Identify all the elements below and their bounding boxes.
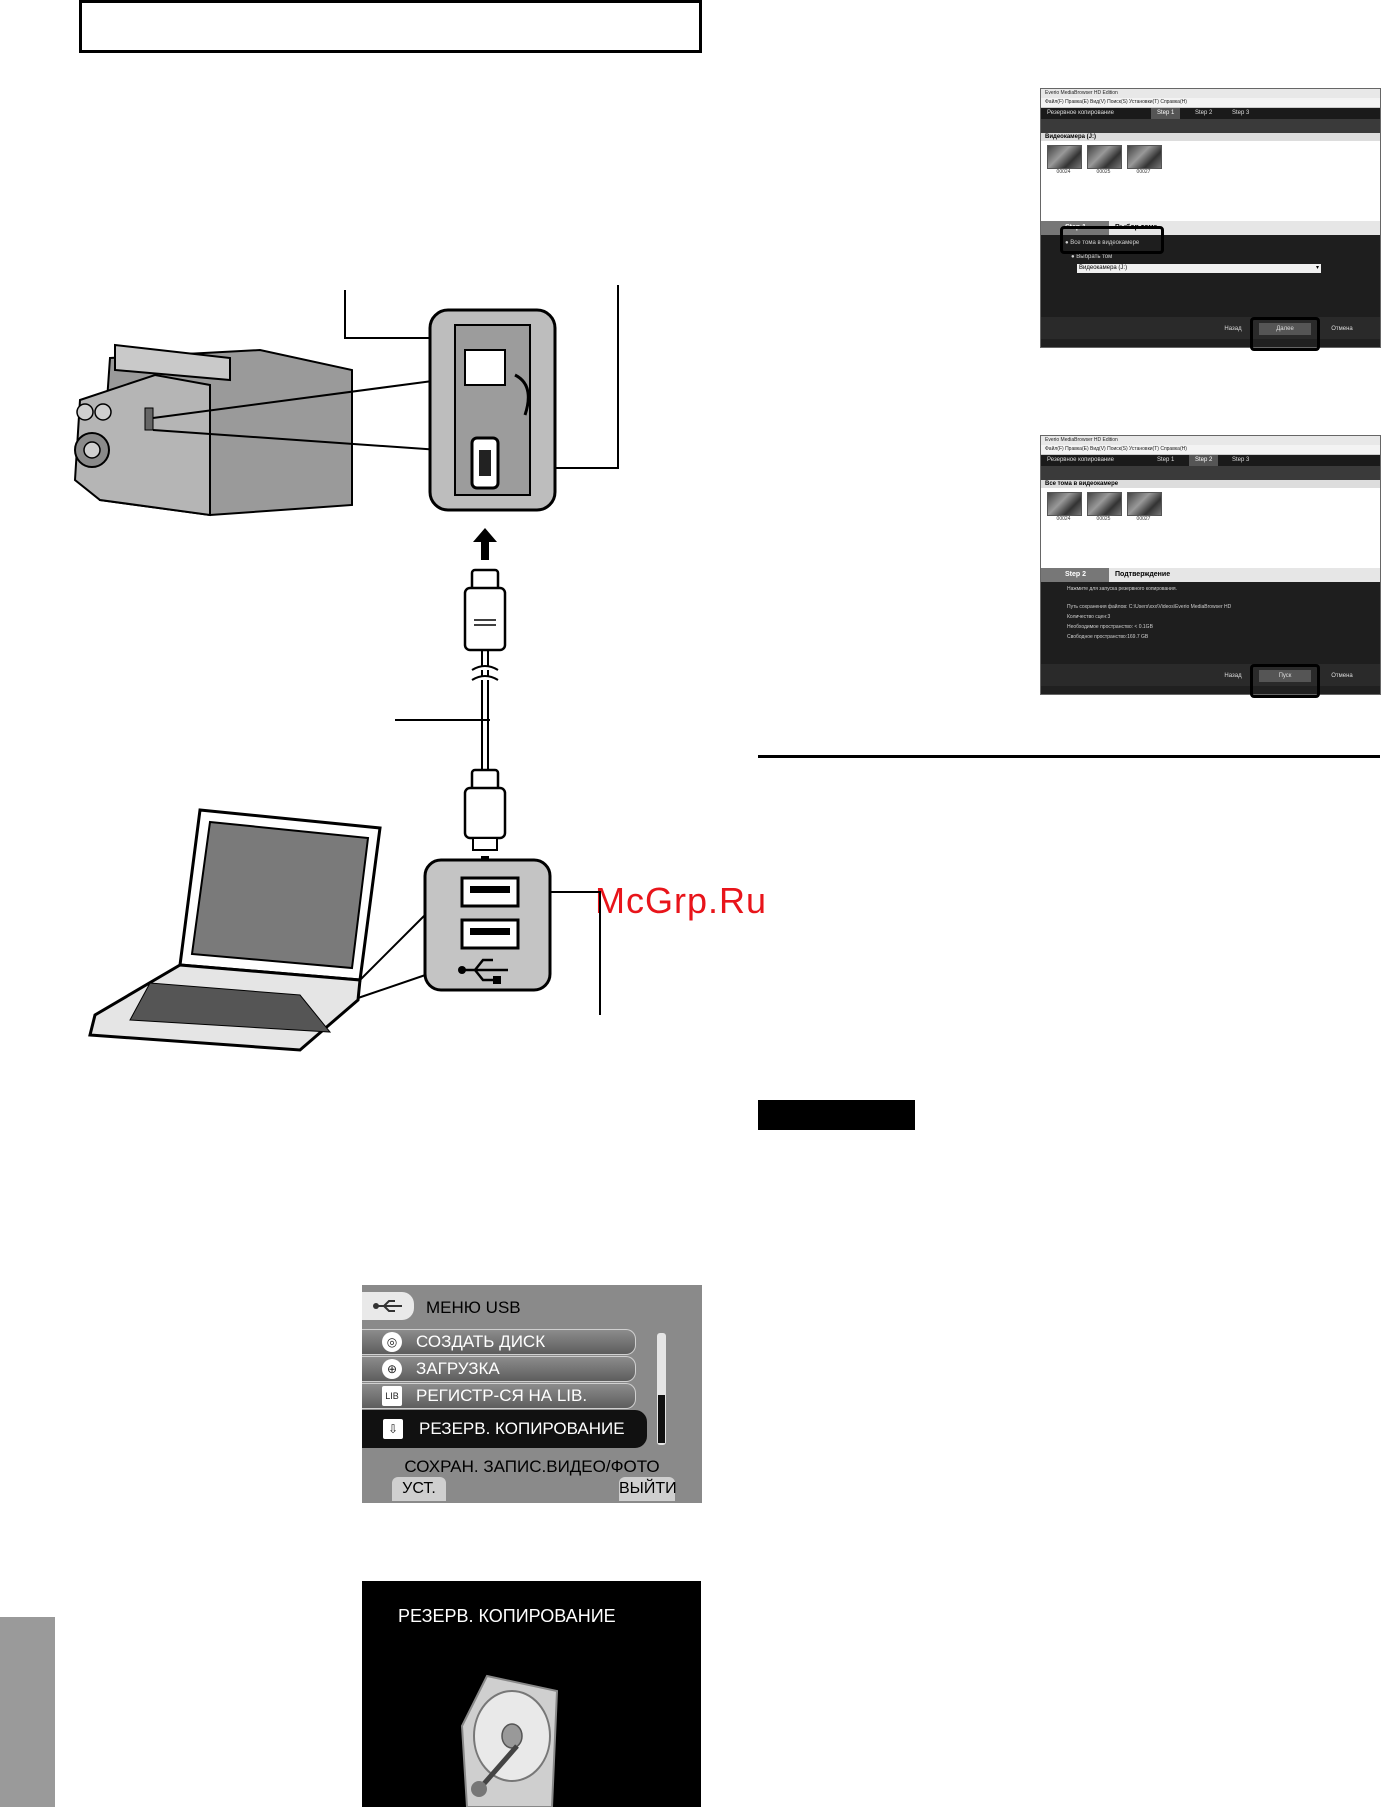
usb-menu-title: МЕНЮ USB bbox=[426, 1298, 521, 1317]
thumbnail-caption: 00025 bbox=[1096, 169, 1111, 175]
toolbar bbox=[1041, 119, 1380, 133]
set-softkey[interactable]: УСТ. bbox=[392, 1477, 446, 1501]
hard-drive-icon bbox=[460, 1674, 559, 1807]
menu-scrollbar[interactable] bbox=[657, 1333, 666, 1445]
menu-item-label: ЗАГРУЗКА bbox=[416, 1359, 500, 1378]
section-title-box bbox=[79, 0, 702, 53]
confirm-line: Необходимое пространство: < 0.1GB bbox=[1067, 624, 1153, 630]
tab-step2[interactable]: Step 2 bbox=[1195, 110, 1213, 116]
usb-menu-header-tab bbox=[362, 1292, 414, 1320]
tab-step1[interactable]: Step 1 bbox=[1157, 457, 1175, 463]
usb-icon bbox=[373, 1300, 402, 1312]
section-divider bbox=[758, 755, 1380, 758]
app-window-step1: Everio MediaBrowser HD Edition Файл(F) П… bbox=[1040, 88, 1381, 348]
menu-item-label: СОЗДАТЬ ДИСК bbox=[416, 1332, 546, 1351]
confirm-line: Нажмите для запуска резервного копирован… bbox=[1067, 586, 1177, 592]
note-label-box bbox=[758, 1100, 915, 1130]
menu-bar: Файл(F) Правка(E) Вид(V) Поиск(S) Устано… bbox=[1041, 445, 1380, 455]
radio-select-volume-label: Выбрать том bbox=[1076, 254, 1113, 260]
video-thumbnail[interactable] bbox=[1127, 145, 1162, 169]
button-bar: Назад Пуск Отмена bbox=[1041, 664, 1380, 686]
menu-item-label: РЕЗЕРВ. КОПИРОВАНИЕ bbox=[419, 1419, 625, 1438]
tab-step3[interactable]: Step 3 bbox=[1232, 110, 1250, 116]
menu-item-register-lib[interactable]: LIB РЕГИСТР-СЯ НА LIB. bbox=[362, 1383, 636, 1409]
scrollbar-thumb[interactable] bbox=[658, 1395, 665, 1443]
panel-body: Нажмите для запуска резервного копирован… bbox=[1041, 582, 1380, 686]
usb-cable-icon bbox=[463, 528, 507, 883]
window-title: Everio MediaBrowser HD Edition bbox=[1041, 89, 1380, 98]
panel-step-label: Step 2 bbox=[1041, 568, 1109, 582]
confirm-line: Путь сохранения файлов: C:\Users\xxx\Vid… bbox=[1067, 604, 1232, 610]
radio-all-volumes[interactable]: ● Все тома в видеокамере bbox=[1065, 240, 1140, 246]
thumbnail-list: 00024 00025 00027 bbox=[1041, 488, 1380, 568]
tab-backup[interactable]: Резервное копирование bbox=[1047, 457, 1114, 463]
back-button[interactable]: Назад bbox=[1224, 326, 1242, 332]
tab-step3[interactable]: Step 3 bbox=[1232, 457, 1250, 463]
thumbnail-caption: 00025 bbox=[1096, 516, 1111, 522]
button-bar: Назад Далее Отмена bbox=[1041, 317, 1380, 339]
camcorder-icon bbox=[73, 343, 353, 517]
panel-title: Подтверждение bbox=[1115, 571, 1171, 578]
thumbnail-caption: 00024 bbox=[1056, 169, 1071, 175]
callout-line-pc-port bbox=[550, 891, 601, 1015]
start-button[interactable]: Пуск bbox=[1259, 670, 1311, 682]
back-button[interactable]: Назад bbox=[1224, 673, 1242, 679]
video-thumbnail[interactable] bbox=[1087, 145, 1122, 169]
tab-step2[interactable]: Step 2 bbox=[1189, 455, 1219, 466]
panel-header: Step 2 Подтверждение bbox=[1041, 568, 1380, 582]
backup-icon: ⇩ bbox=[383, 1419, 403, 1439]
cancel-button[interactable]: Отмена bbox=[1331, 326, 1353, 332]
laptop-icon bbox=[88, 808, 382, 1052]
confirm-line: Количество сцен:3 bbox=[1067, 614, 1111, 620]
window-title: Everio MediaBrowser HD Edition bbox=[1041, 436, 1380, 445]
step-bar: Резервное копирование Step 1 Step 2 Step… bbox=[1041, 455, 1380, 466]
cancel-button[interactable]: Отмена bbox=[1331, 673, 1353, 679]
tab-backup[interactable]: Резервное копирование bbox=[1047, 110, 1114, 116]
video-thumbnail[interactable] bbox=[1087, 492, 1122, 516]
list-header: Все тома в видеокамере bbox=[1041, 480, 1380, 488]
menu-item-create-disc[interactable]: ◎ СОЗДАТЬ ДИСК bbox=[362, 1329, 636, 1355]
highlight-next-button bbox=[1250, 317, 1320, 351]
exit-softkey[interactable]: ВЫЙТИ bbox=[619, 1477, 677, 1501]
highlight-start-button bbox=[1250, 664, 1320, 698]
menu-item-backup[interactable]: ⇩ РЕЗЕРВ. КОПИРОВАНИЕ bbox=[362, 1410, 647, 1448]
camera-backup-screen: РЕЗЕРВ. КОПИРОВАНИЕ bbox=[362, 1581, 701, 1807]
page-side-tab bbox=[0, 1617, 55, 1807]
thumbnail-caption: 00027 bbox=[1136, 169, 1151, 175]
watermark: McGrp.Ru bbox=[595, 880, 768, 921]
step-bar: Резервное копирование Step 1 Step 2 Step… bbox=[1041, 108, 1380, 119]
menu-description: СОХРАН. ЗАПИС.ВИДЕО/ФОТО bbox=[404, 1457, 660, 1476]
usb-connection-illustration bbox=[73, 285, 619, 1052]
highlight-all-volumes bbox=[1060, 226, 1164, 254]
radio-all-volumes-label: Все тома в видеокамере bbox=[1070, 240, 1140, 246]
toolbar bbox=[1041, 466, 1380, 480]
video-thumbnail[interactable] bbox=[1127, 492, 1162, 516]
camera-usb-port-closeup bbox=[428, 308, 557, 512]
camera-usb-menu: МЕНЮ USB ◎ СОЗДАТЬ ДИСК ⊕ ЗАГРУЗКА LIB Р… bbox=[362, 1285, 702, 1503]
library-icon: LIB bbox=[382, 1386, 402, 1406]
app-window-step2: Everio MediaBrowser HD Edition Файл(F) П… bbox=[1040, 435, 1381, 695]
chevron-down-icon: ▾ bbox=[1315, 265, 1319, 271]
globe-icon: ⊕ bbox=[382, 1359, 402, 1379]
confirm-line: Свободное пространство:169.7 GB bbox=[1067, 634, 1149, 640]
volume-select-value: Видеокамера (J:) bbox=[1079, 265, 1128, 271]
usb-symbol-icon bbox=[462, 958, 508, 982]
list-header: Видеокамера (J:) bbox=[1041, 133, 1380, 141]
video-thumbnail[interactable] bbox=[1047, 492, 1082, 516]
disc-icon: ◎ bbox=[382, 1332, 402, 1352]
volume-select[interactable]: Видеокамера (J:) ▾ bbox=[1077, 264, 1321, 273]
thumbnail-caption: 00027 bbox=[1136, 516, 1151, 522]
radio-select-volume[interactable]: ● Выбрать том bbox=[1071, 254, 1113, 260]
menu-item-label: РЕГИСТР-СЯ НА LIB. bbox=[416, 1386, 588, 1405]
menu-bar: Файл(F) Правка(E) Вид(V) Поиск(S) Устано… bbox=[1041, 98, 1380, 108]
thumbnail-caption: 00024 bbox=[1056, 516, 1071, 522]
pc-usb-port-closeup bbox=[423, 858, 552, 992]
tab-step1[interactable]: Step 1 bbox=[1151, 108, 1181, 119]
thumbnail-list: 00024 00025 00027 bbox=[1041, 141, 1380, 221]
video-thumbnail[interactable] bbox=[1047, 145, 1082, 169]
next-button[interactable]: Далее bbox=[1259, 323, 1311, 335]
backup-screen-title: РЕЗЕРВ. КОПИРОВАНИЕ bbox=[398, 1606, 616, 1626]
menu-item-upload[interactable]: ⊕ ЗАГРУЗКА bbox=[362, 1356, 636, 1382]
